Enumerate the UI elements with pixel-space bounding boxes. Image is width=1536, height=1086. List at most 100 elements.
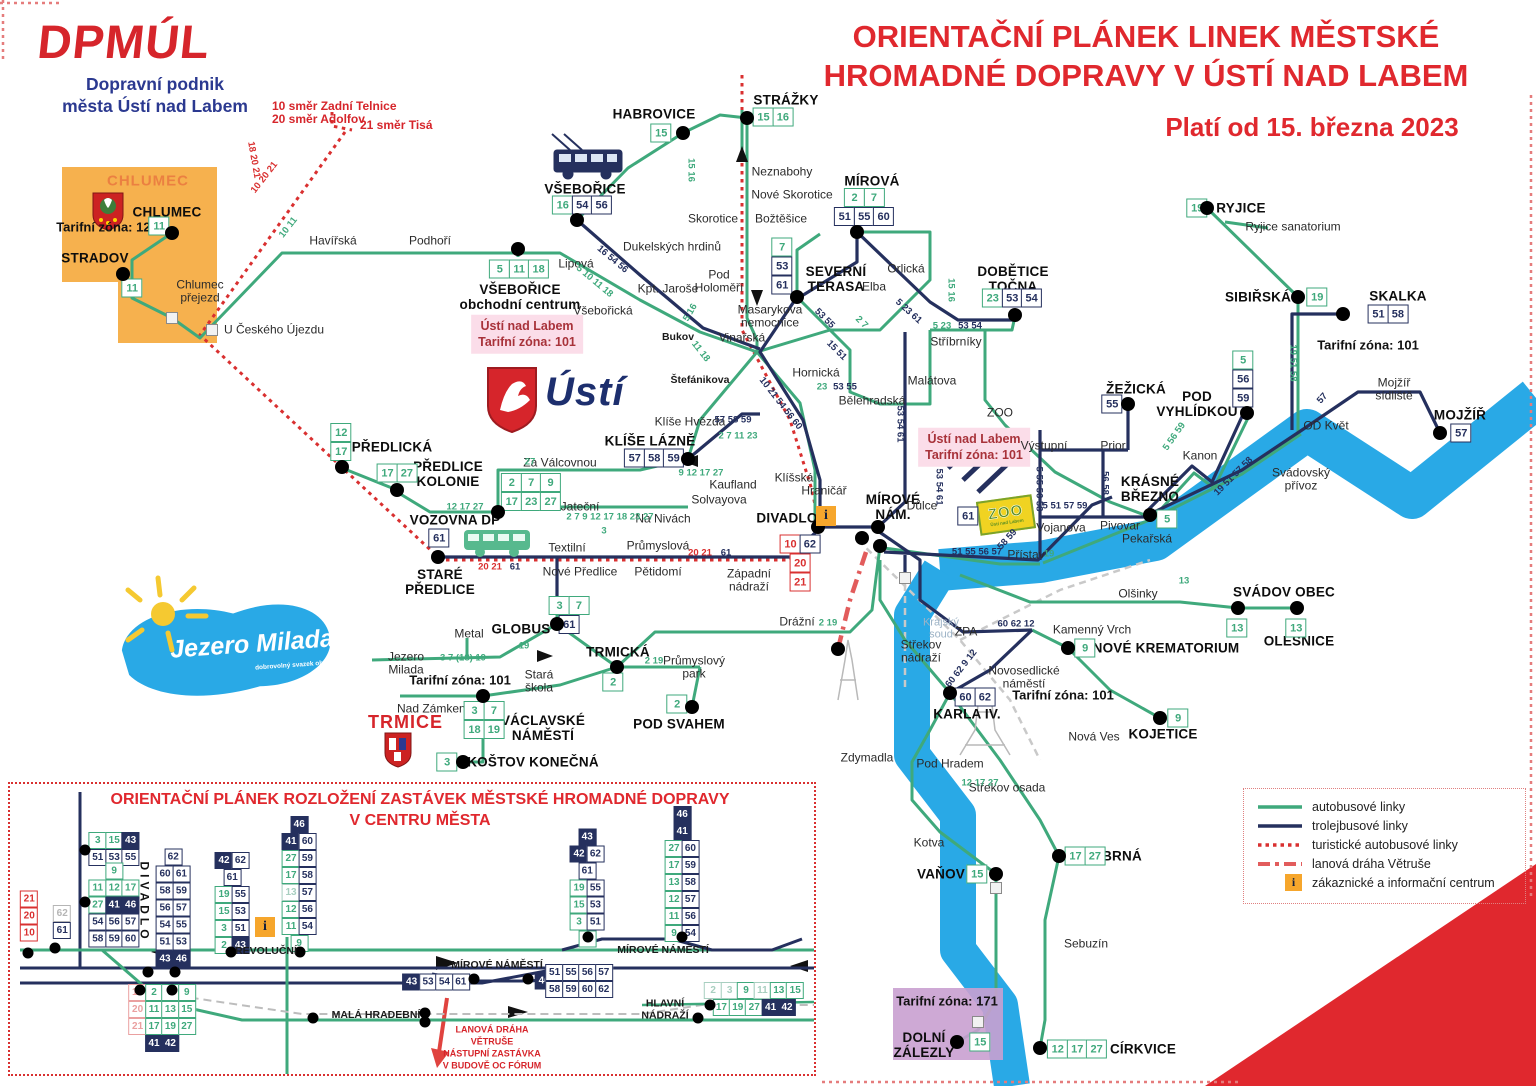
stop-dot bbox=[610, 660, 624, 674]
line-badge-61: 61 bbox=[957, 506, 979, 526]
map-label-st-ekov-osada: Střekov osada bbox=[968, 780, 1046, 795]
line-badge-11: 11 bbox=[145, 1001, 163, 1018]
line-badge-16: 16 bbox=[772, 107, 794, 127]
stop-dot bbox=[79, 844, 91, 856]
line-badge-group: 15 bbox=[969, 1032, 991, 1052]
map-label-masarykova-nemocnice: Masarykova nemocnice bbox=[737, 302, 803, 330]
map-label-kamenn-vrch: Kamenný Vrch bbox=[1052, 622, 1132, 637]
map-label-56-58: 56 58 bbox=[1099, 471, 1111, 495]
map-label-b-lehradsk: Bělehradská bbox=[838, 393, 906, 408]
minor-stop-marker bbox=[990, 882, 1002, 894]
line-badge-7: 7 bbox=[863, 188, 885, 207]
map-label-bo-t-ice: Božtěšice bbox=[754, 211, 808, 226]
legend-label: turistické autobusové linky bbox=[1312, 837, 1458, 852]
line-badge-7: 7 bbox=[483, 701, 505, 720]
usti-coat-of-arms bbox=[487, 367, 537, 434]
inset-label-revolu-n: REVOLUČNÍ bbox=[235, 945, 297, 958]
stop-label-pod-svahem: POD SVAHEM bbox=[633, 716, 725, 732]
map-label-53-54: 53 54 bbox=[958, 320, 982, 332]
line-badge-57: 57 bbox=[624, 448, 646, 468]
map-label-53-54-61: 53 54 61 bbox=[894, 405, 906, 443]
map-label-12-17-27: 12 17 27 bbox=[446, 501, 484, 513]
map-label-23: 23 bbox=[816, 381, 828, 393]
line-badge-54: 54 bbox=[88, 913, 107, 931]
stop-dot bbox=[491, 505, 505, 519]
line-badge-53: 53 bbox=[231, 903, 250, 920]
legend-row-trolley: trolejbusové linky bbox=[1258, 816, 1525, 835]
line-badge-group: 61 bbox=[428, 528, 450, 548]
line-badge-12: 12 bbox=[1047, 1039, 1069, 1059]
line-badge-group: 57 bbox=[1450, 423, 1472, 443]
line-badge-56: 56 bbox=[156, 899, 174, 917]
line-badge-13: 13 bbox=[282, 884, 300, 901]
map-label-prior: Prior bbox=[1100, 438, 1126, 453]
stop-label-v-ebo-ice: VŠEBOŘICE bbox=[544, 181, 626, 197]
line-badge-55: 55 bbox=[231, 886, 250, 903]
stop-dot bbox=[294, 946, 306, 958]
map-label-5-51-57-59: 5 51 57 59 bbox=[1042, 500, 1088, 512]
stop-dot bbox=[307, 1012, 319, 1024]
dpmul-subtitle: Dopravní podnik města Ústí nad Labem bbox=[62, 74, 248, 116]
line-badge-21: 21 bbox=[20, 890, 39, 908]
stop-dot bbox=[1231, 601, 1245, 615]
map-label-pr-myslov-park: Průmyslový park bbox=[662, 653, 726, 681]
stop-dot bbox=[1008, 308, 1022, 322]
line-badge-19: 19 bbox=[570, 879, 588, 897]
legend-label: zákaznické a informační centrum bbox=[1312, 875, 1495, 890]
stop-dot bbox=[1240, 406, 1254, 420]
line-badge-17: 17 bbox=[145, 1018, 163, 1035]
map-label-p-tidom: Pětidomí bbox=[634, 564, 682, 579]
map-label-v-stupn: Výstupní bbox=[1020, 438, 1068, 453]
line-badge-20: 20 bbox=[789, 553, 811, 573]
line-badge-53: 53 bbox=[419, 973, 437, 991]
line-badge-53: 53 bbox=[586, 896, 605, 914]
line-badge-3: 3 bbox=[215, 920, 233, 937]
inset-title: ORIENTAČNÍ PLÁNEK ROZLOŽENÍ ZASTÁVEK MĚS… bbox=[110, 791, 730, 829]
line-badge-56: 56 bbox=[578, 964, 597, 981]
line-badge-41: 41 bbox=[145, 1035, 163, 1052]
line-badge-62: 62 bbox=[594, 981, 613, 998]
stop-dot bbox=[169, 966, 181, 978]
map-label-solvayova: Solvayova bbox=[691, 492, 747, 507]
line-badge-51: 51 bbox=[834, 207, 856, 226]
line-badge-group: 2 bbox=[666, 694, 688, 714]
line-badge-group: 5 bbox=[1156, 509, 1178, 529]
chlumec-coat-of-arms bbox=[92, 192, 124, 231]
line-badge-3: 3 bbox=[720, 982, 739, 999]
stop-label-karla-iv: KARLA IV. bbox=[933, 706, 1001, 722]
line-badge-62: 62 bbox=[799, 534, 821, 554]
map-label-kanon: Kanon bbox=[1182, 448, 1218, 463]
stop-label-pod-vyhl-dkou: POD VYHLÍDKOU bbox=[1156, 388, 1238, 419]
line-badge-11: 11 bbox=[665, 908, 683, 925]
line-badge-53: 53 bbox=[771, 256, 793, 276]
stop-label-p-edlice-kolonie: PŘEDLICE KOLONIE bbox=[413, 458, 483, 489]
inset-label-hlavn-n-dra: HLAVNÍ NÁDRAŽÍ bbox=[641, 997, 689, 1021]
map-label-podho: Podhoří bbox=[408, 233, 452, 248]
info-centre-icon: i bbox=[255, 917, 275, 937]
map-label-53-55: 53 55 bbox=[833, 381, 857, 393]
map-label-zoo: ZOO bbox=[987, 405, 1013, 420]
map-label-12-17-27: 12 17 27 bbox=[961, 777, 999, 789]
stop-label-e-ick: ŽEŽICKÁ bbox=[1106, 381, 1166, 397]
cable-line-swatch bbox=[1258, 861, 1302, 866]
stop-label-severn-terasa: SEVERNÍ TERASA bbox=[805, 263, 867, 294]
stop-dot bbox=[1052, 849, 1066, 863]
legend-label: autobusové linky bbox=[1312, 799, 1406, 814]
line-badge-62: 62 bbox=[974, 687, 996, 707]
map-label-pivovar: Pivovar bbox=[1099, 518, 1141, 533]
line-badge-61: 61 bbox=[53, 922, 72, 939]
stop-dot bbox=[676, 931, 688, 943]
map-label-nov-p-edlice: Nové Předlice bbox=[542, 564, 618, 579]
line-badge-17: 17 bbox=[282, 867, 300, 884]
line-badge-2: 2 bbox=[145, 984, 163, 1001]
stop-dot bbox=[468, 973, 480, 985]
map-label-13: 13 bbox=[1178, 575, 1190, 587]
map-label-pr-myslov: Průmyslová bbox=[626, 538, 690, 553]
stop-label-kl-e-l-zn: KLÍŠE LÁZNĚ bbox=[604, 433, 696, 449]
